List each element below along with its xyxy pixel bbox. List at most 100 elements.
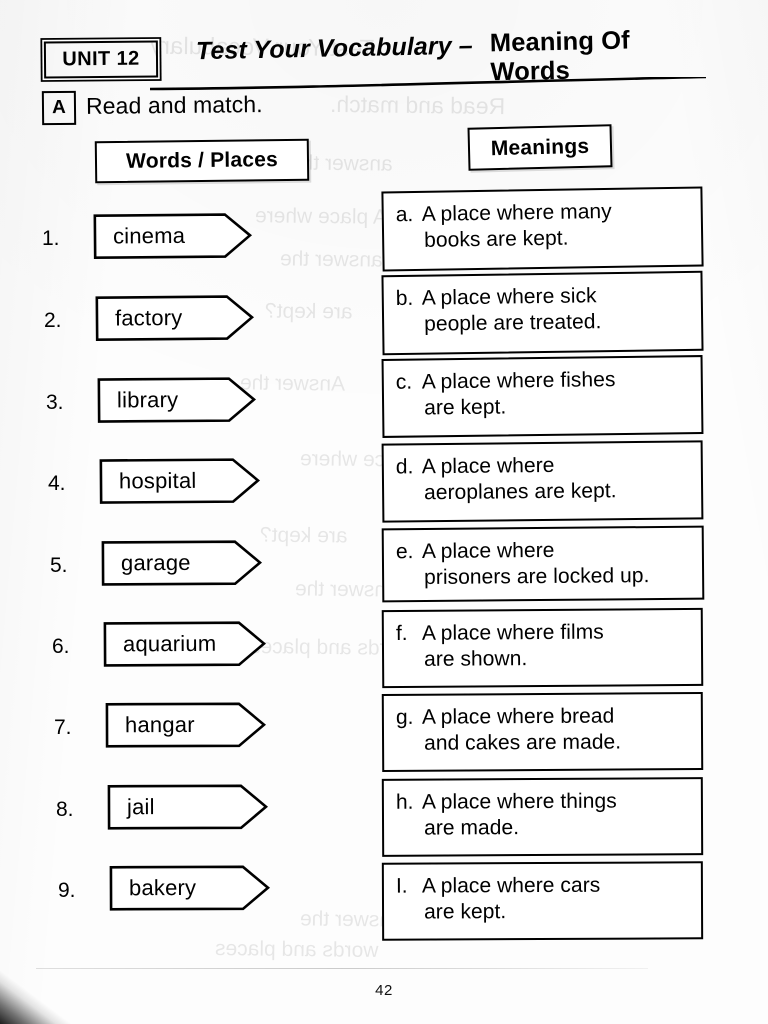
word-arrow-box[interactable]: bakery xyxy=(109,865,271,912)
word-row: 5. garage xyxy=(0,540,330,594)
meaning-text-line1: A place where xyxy=(421,538,555,564)
word-label: jail xyxy=(126,794,155,820)
word-row: 9. bakery xyxy=(0,865,330,919)
meaning-text-line2: are kept. xyxy=(423,395,507,420)
meaning-text-line2: people are treated. xyxy=(423,310,602,337)
unit-label: UNIT 12 xyxy=(62,47,140,71)
meaning-text-line2: books are kept. xyxy=(423,227,569,253)
column-heading-meanings-label: Meanings xyxy=(490,134,590,160)
meaning-text-line1: A place where fishes xyxy=(421,368,616,394)
word-label: library xyxy=(116,386,179,413)
column-heading-words: Words / Places xyxy=(94,138,310,184)
meaning-text-line1: A place where sick xyxy=(421,284,597,310)
word-arrow-box[interactable]: aquarium xyxy=(103,621,267,668)
ghost-text: Read and match. xyxy=(329,90,506,120)
meaning-marker: b. xyxy=(395,286,414,311)
word-arrow-box[interactable]: hospital xyxy=(99,457,261,504)
word-row: 6. aquarium xyxy=(0,621,330,675)
word-arrow-box[interactable]: factory xyxy=(95,294,255,341)
unit-badge: UNIT 12 xyxy=(43,40,159,79)
word-arrow-box[interactable]: hangar xyxy=(105,702,267,749)
meaning-marker: f. xyxy=(395,621,408,646)
word-arrow-box[interactable]: cinema xyxy=(93,212,253,259)
meaning-text-line2: are kept. xyxy=(423,900,507,924)
word-row-number: 4. xyxy=(48,472,66,495)
meaning-marker: I. xyxy=(395,874,408,898)
scan-edge-line xyxy=(36,968,648,969)
word-arrow-box[interactable]: library xyxy=(97,376,257,423)
word-row: 2. factory xyxy=(0,295,330,349)
word-label: factory xyxy=(114,304,183,331)
meaning-text-line1: A place where films xyxy=(421,620,604,645)
section-letter: A xyxy=(52,96,66,119)
word-row: 4. hospital xyxy=(0,458,330,512)
word-row: 7. hangar xyxy=(0,702,330,756)
meaning-text-line1: A place where xyxy=(421,453,555,479)
word-row: 8. jail xyxy=(0,784,330,838)
word-row: 1. cinema xyxy=(0,213,330,267)
word-arrow-box[interactable]: jail xyxy=(107,784,269,831)
meaning-marker: c. xyxy=(395,370,413,394)
word-row-number: 1. xyxy=(42,227,60,250)
ghost-text: words and places xyxy=(214,937,379,962)
word-label: hospital xyxy=(118,467,197,494)
meaning-text-line2: are made. xyxy=(423,816,520,841)
word-label: hangar xyxy=(124,711,195,738)
meaning-text-line1: A place where many xyxy=(421,199,612,226)
page-title: Test Your Vocabulary – Meaning Of Words xyxy=(195,23,717,87)
page-number: 42 xyxy=(375,982,393,999)
meaning-text-line2: aeroplanes are kept. xyxy=(423,479,617,505)
meaning-text-line2: are shown. xyxy=(423,647,528,672)
meaning-text-line1: A place where bread xyxy=(421,704,615,729)
column-heading-meanings: Meanings xyxy=(467,124,613,171)
word-row-number: 3. xyxy=(46,391,64,414)
meaning-text-line1: A place where cars xyxy=(421,873,601,898)
meaning-marker: e. xyxy=(395,540,414,564)
instruction-text: Read and match. xyxy=(85,91,263,119)
word-row-number: 5. xyxy=(50,554,68,577)
word-row-number: 9. xyxy=(58,879,76,902)
meaning-marker: g. xyxy=(395,705,414,729)
word-row-number: 7. xyxy=(54,716,72,739)
page-title-italic: Test Your Vocabulary – xyxy=(195,31,474,66)
word-row: 3. library xyxy=(0,377,330,431)
meaning-marker: a. xyxy=(395,203,414,227)
word-arrow-box[interactable]: garage xyxy=(101,540,263,587)
word-label: aquarium xyxy=(122,630,217,657)
word-row-number: 8. xyxy=(56,798,74,821)
meaning-marker: h. xyxy=(395,790,414,814)
meaning-text-line2: prisoners are locked up. xyxy=(424,564,650,590)
meaning-marker: d. xyxy=(395,455,414,479)
word-row-number: 2. xyxy=(44,309,62,332)
word-row-number: 6. xyxy=(52,635,70,658)
meaning-text-line2: and cakes are made. xyxy=(423,730,622,756)
meaning-text-line1: A place where things xyxy=(421,789,617,814)
